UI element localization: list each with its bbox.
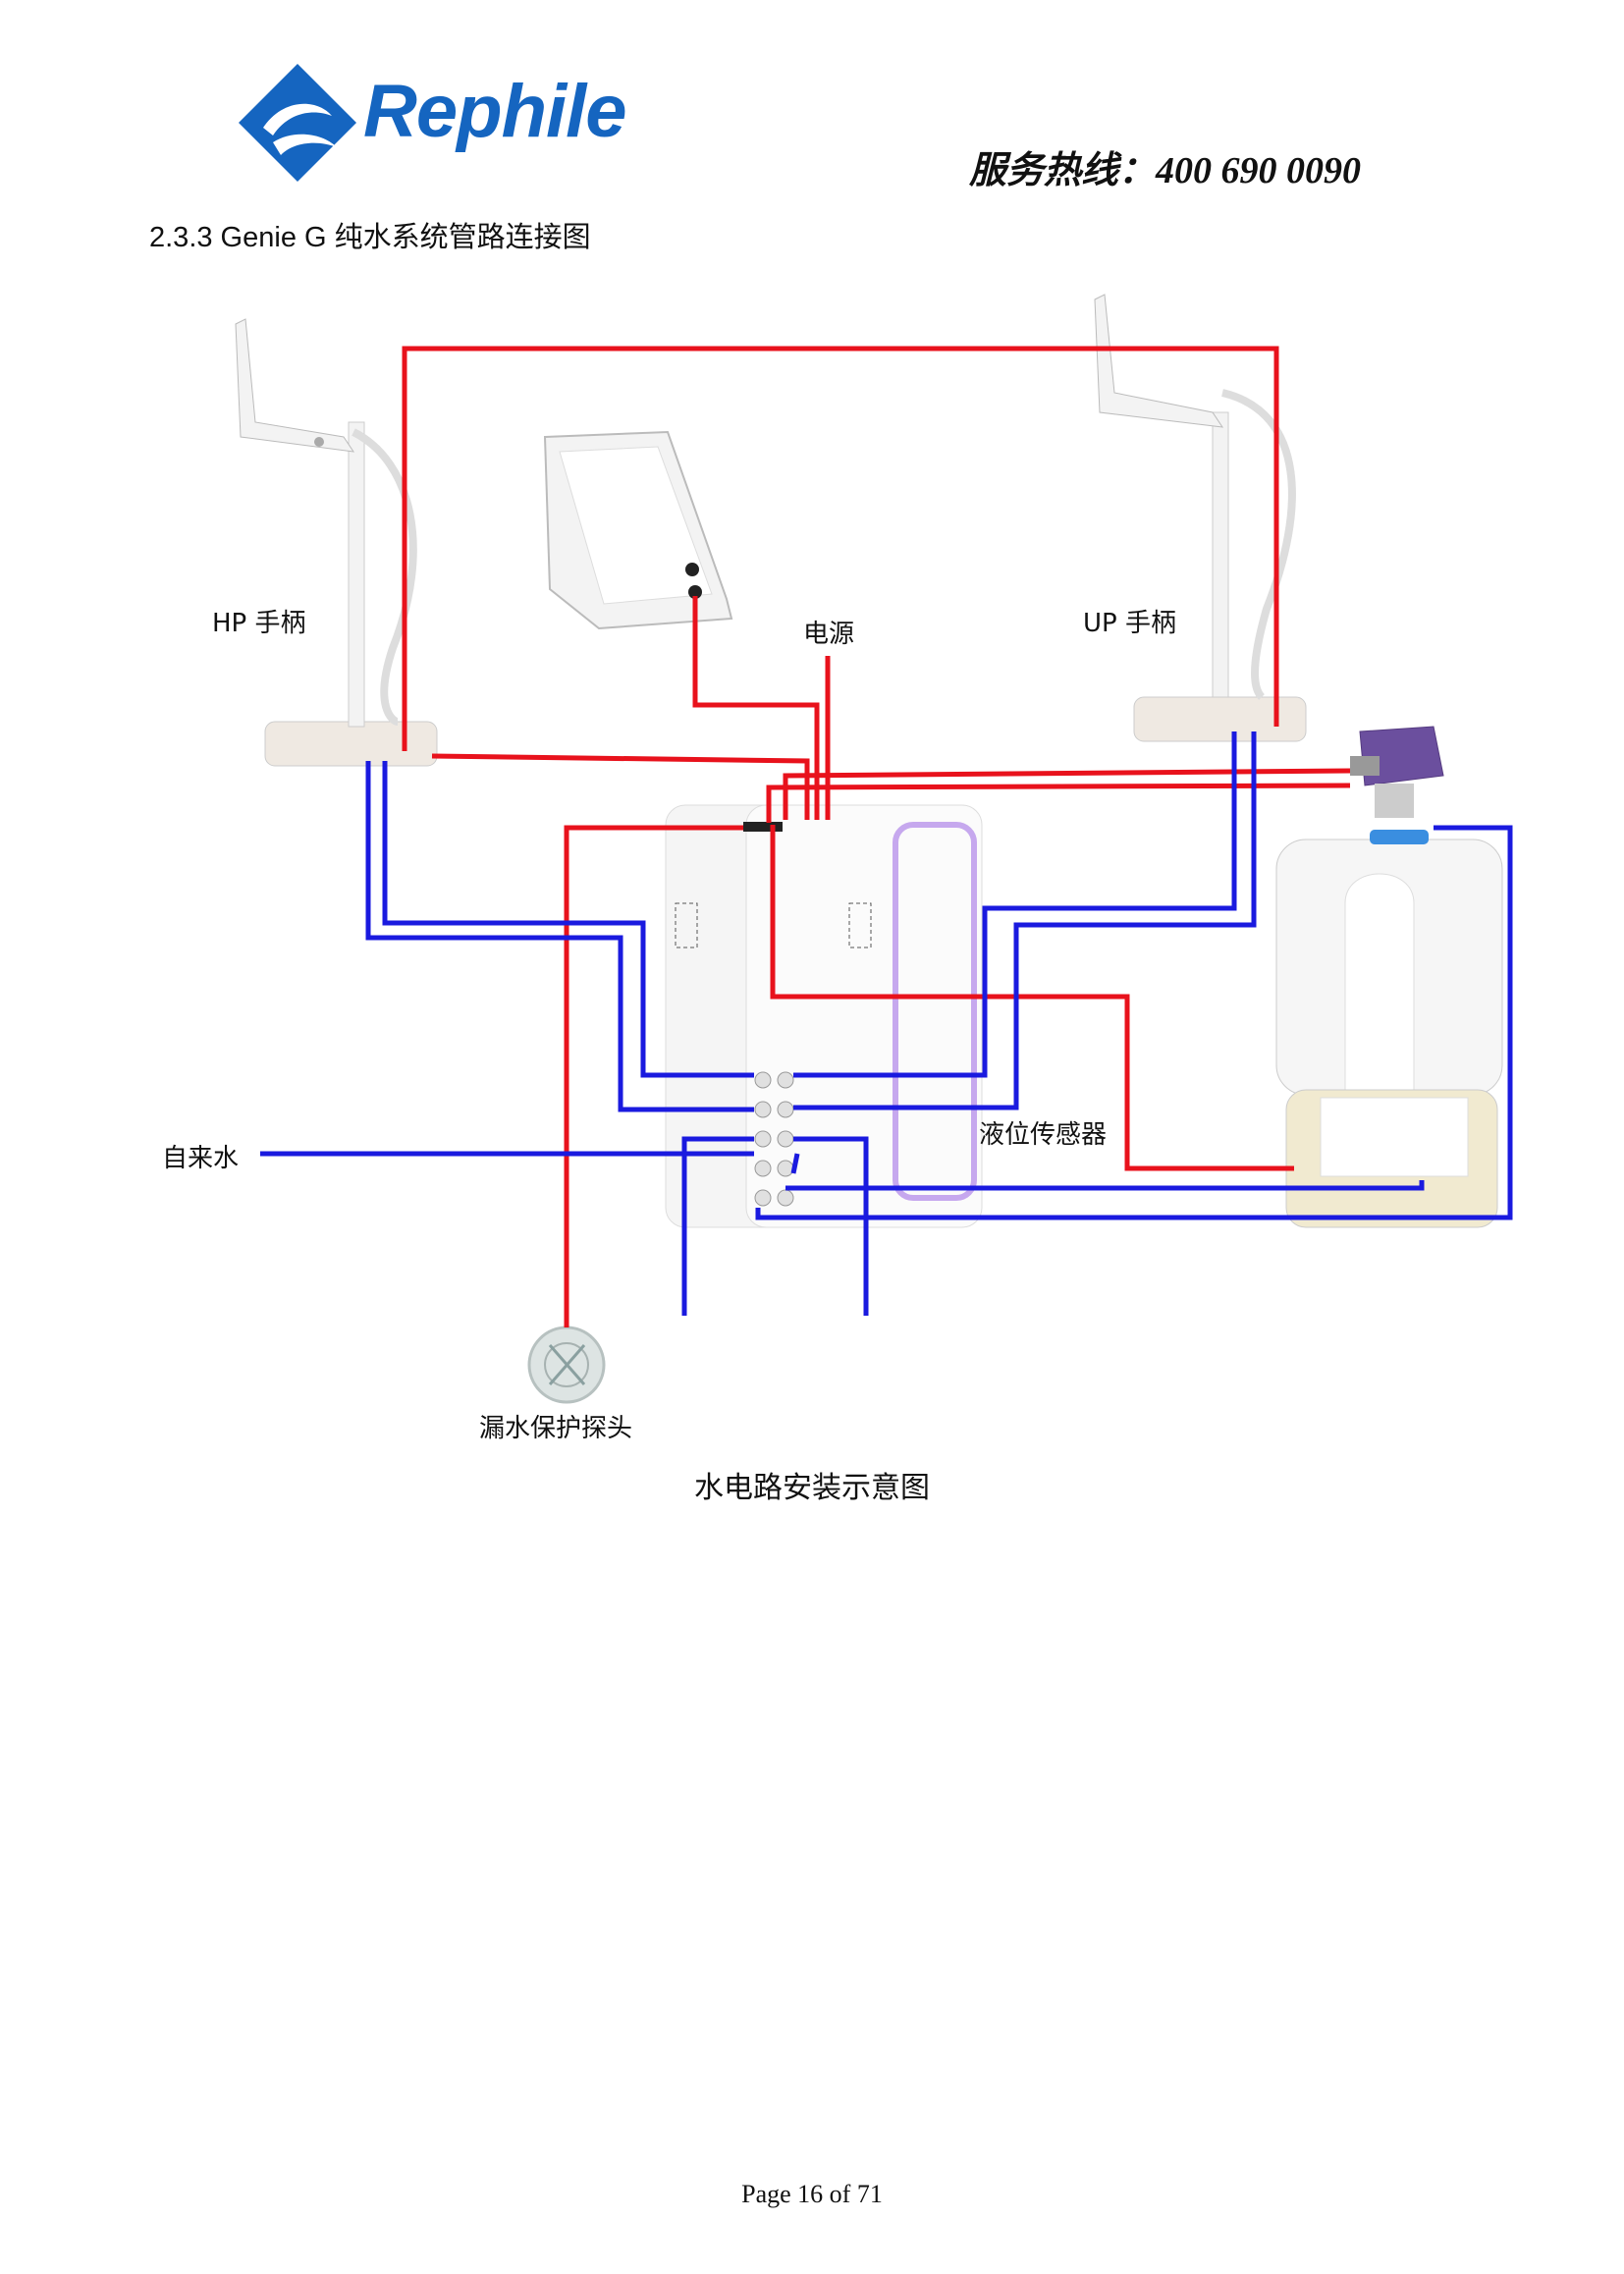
diagram-caption: 水电路安装示意图 xyxy=(694,1471,930,1505)
page-number: Page 16 of 71 xyxy=(741,2180,883,2208)
leak-probe-label: 漏水保护探头 xyxy=(479,1414,633,1443)
level-sensor-device xyxy=(1350,726,1444,818)
level-sensor-label: 液位传感器 xyxy=(979,1120,1108,1150)
leak-protection-probe xyxy=(527,1326,606,1404)
electric-lines xyxy=(402,346,1351,1327)
brand-name: Rephile xyxy=(363,70,626,153)
storage-tank xyxy=(1275,830,1503,1228)
up-handle-label: UP 手柄 xyxy=(1083,609,1176,638)
main-purification-unit xyxy=(665,804,983,1228)
section-title: 2.3.3 Genie G 纯水系统管路连接图 xyxy=(149,222,591,253)
power-label: 电源 xyxy=(803,620,855,649)
water-lines xyxy=(260,731,1513,1316)
service-hotline: 服务热线：400 690 0090 xyxy=(969,150,1362,191)
hp-handle-label: HP 手柄 xyxy=(212,609,306,638)
tap-water-label: 自来水 xyxy=(162,1144,240,1173)
up-handle-dispenser xyxy=(1094,294,1307,742)
hp-handle-dispenser xyxy=(235,318,438,767)
rephile-logo xyxy=(239,64,356,182)
touch-display xyxy=(543,430,733,630)
